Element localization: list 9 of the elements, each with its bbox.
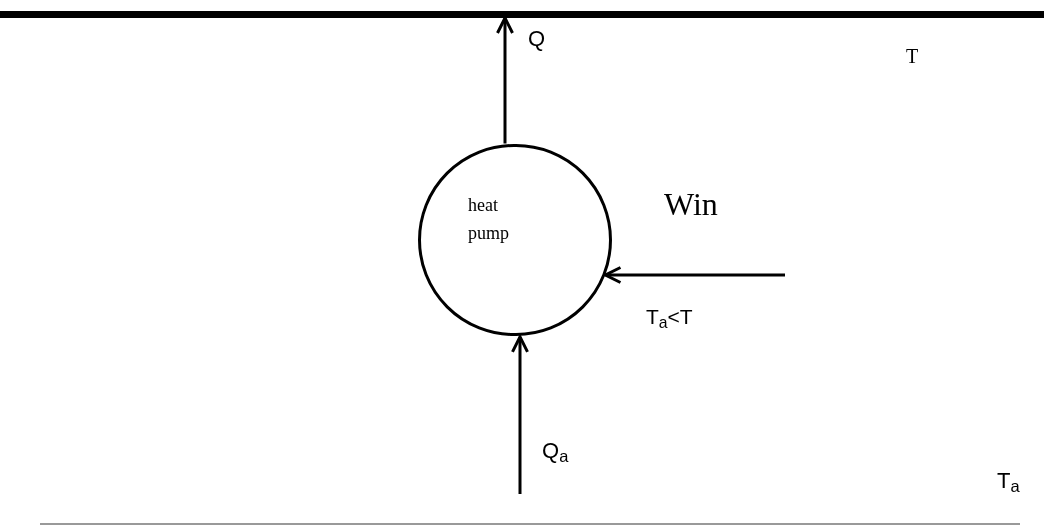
- arrow: [496, 16, 514, 144]
- arrow: [511, 335, 529, 494]
- temperature-label: T$_{a}$: [997, 470, 1020, 492]
- temperature-label: T$_{a}$<T: [646, 306, 693, 327]
- node-label: heat pump: [468, 194, 510, 245]
- edge-label: Q$_{a}$: [542, 440, 569, 462]
- temperature-label: T: [906, 46, 919, 66]
- edge-label: Q: [528, 28, 546, 50]
- arrow: [603, 266, 785, 284]
